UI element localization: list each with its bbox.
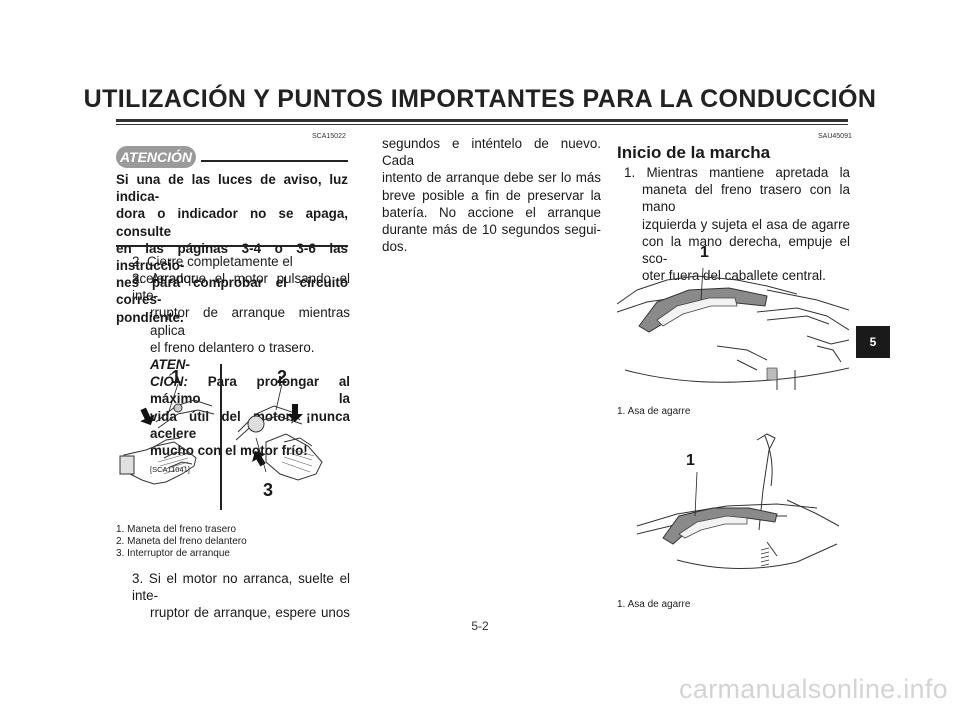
step-1: 1. Mientras mantiene apretada la maneta … [624,164,850,284]
warning-line: dora o indicador no se apaga, consulte [116,206,348,239]
middle-line: dos. [382,239,408,255]
warning-code: SCA15022 [312,133,346,140]
grab-handle-opening [656,297,738,327]
figure-2-caption: 1. Asa de agarre [617,599,691,610]
grab-handle-figure-2 [636,433,840,569]
warning-line: en las páginas 3-4 o 3-6 las instruccio- [116,240,348,274]
arrow-down-icon [287,404,303,422]
figure-label-1: 1 [171,367,182,387]
header-rule-thin [116,124,848,125]
seat-outline [617,275,798,305]
figure-1-caption: 1. Asa de agarre [617,406,691,417]
step-3-bold-line: CIÓN: Para prolongar al máximo la [132,373,350,407]
brake-levers-figure [119,364,323,510]
figure-captions: 1. Maneta del freno trasero 2. Maneta de… [116,524,350,560]
step-3-bold-text: Para prolongar al máximo la [150,374,350,407]
leader-line [255,437,267,473]
section-heading: Inicio de la marcha [617,143,771,162]
step-1-line: maneta del freno trasero con la mano [642,182,850,215]
left-glove-pattern [157,453,189,475]
caption-line: 1. Maneta del freno trasero [116,524,237,535]
leader-line [694,471,698,517]
section-code: SAU45091 [818,133,852,140]
header-rule [116,119,848,122]
atencion-label-a: ATEN- [150,357,190,373]
warning-bottom-rule [116,245,348,247]
step-3b-line: 3. Si el motor no arranca, suelte el int… [132,571,350,604]
warning-badge: ATENCIÓN [116,146,196,168]
leader-line [275,383,283,411]
page-number: 5-2 [471,619,489,633]
leader-line [165,383,179,421]
step-1-line: 1. Mientras mantiene apretada la [624,165,850,180]
step-3b: 3. Si el motor no arranca, suelte el int… [132,570,350,622]
figure-2-label: 1 [686,452,695,469]
watermark: carmanualsonline.info [679,674,948,704]
step-3-bold-line-last: mucho con el motor frío! [SCA11041] [132,442,350,478]
arrow-up-icon [252,451,266,467]
warning-line: nes para comprobar el circuito corres- [116,275,348,308]
figure-label-3: 3 [263,480,274,500]
middle-paragraph: segundos e inténtelo de nuevo. Cada inte… [382,135,601,255]
step-3: 3. Arranque el motor pulsando el inte- r… [132,270,350,478]
atencion-label-b: CIÓN: [150,374,188,390]
middle-line: durante más de 10 segundos segui- [382,222,601,238]
step-3-bold-text: mucho con el motor frío! [150,443,308,459]
warning-line: Si una de las luces de aviso, luz indica… [116,172,348,205]
step-3-ref: [SCA11041] [150,465,190,475]
grab-handle-shape [638,287,768,333]
step-1-line: oter fuera del caballete central. [642,268,826,284]
warning-line: pondiente. [116,309,184,325]
leader-line [700,267,704,301]
chapter-title: UTILIZACIÓN Y PUNTOS IMPORTANTES PARA LA… [83,85,877,113]
step-3-line: 3. Arranque el motor pulsando el inte- [132,271,350,304]
caption-line: 2. Maneta del freno delantero [116,536,247,547]
middle-line: breve posible a fin de preservar la [382,187,601,203]
step-1-line: izquierda y sujeta el asa de agarre [642,216,850,232]
caption-line: 3. Interruptor de arranque [116,548,230,559]
rider-arm [756,433,776,531]
spring-detail [760,547,770,567]
left-hand-illustration [119,399,215,485]
middle-line: segundos e inténtelo de nuevo. Cada [382,136,601,169]
step-3b-line: rruptor de arranque, espere unos [150,605,350,621]
right-hand-illustration [235,405,323,481]
step-3-line: rruptor de arranque mientras aplica [150,305,350,338]
grab-handle-figure-1 [617,267,849,390]
step-3-line: el freno delantero o trasero. [150,339,315,355]
warning-text: Si una de las luces de aviso, luz indica… [116,171,348,326]
step-2: 2. Cierre completamente el acelerador. [132,254,293,287]
body-curve [676,543,838,569]
step-1-line: con la mano derecha, empuje el sco- [642,233,850,267]
middle-line: intento de arranque debe ser lo más [382,170,601,186]
figure-label-2: 2 [277,367,288,387]
body-curve [624,367,849,383]
chapter-tab[interactable]: 5 [856,326,890,358]
figure-1-label: 1 [700,244,709,261]
arrow-down-icon [140,407,155,426]
step-3-line-with-atencion: el freno delantero o trasero. ATEN- [132,339,350,373]
stand-detail [766,367,778,381]
right-glove-pattern [281,447,315,473]
warning-divider [201,160,348,162]
seat-outline [636,503,818,527]
middle-line: batería. No accione el arranque [382,204,601,220]
grab-handle-opening [678,515,748,539]
